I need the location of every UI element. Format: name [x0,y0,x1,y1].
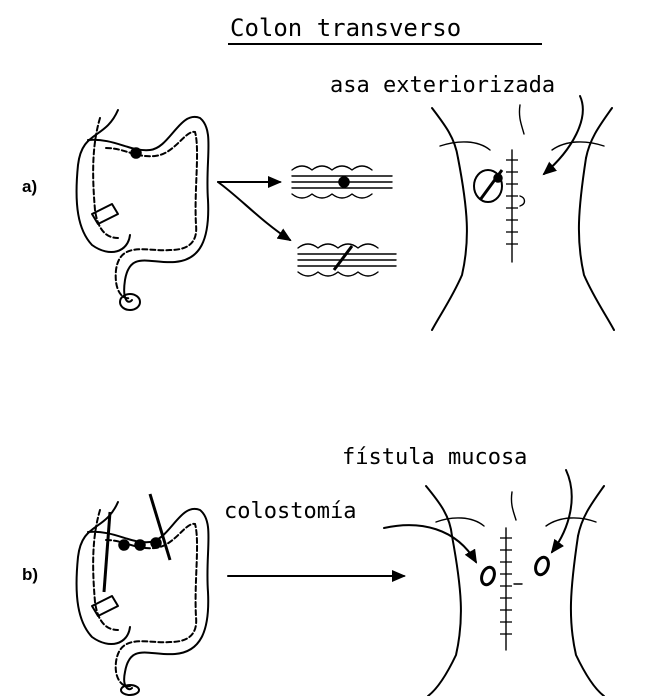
bowel-segment-divided [298,244,396,276]
panel-b-annotation-left: colostomía [224,499,356,524]
torso-illustration-a [432,105,614,330]
diagram-title: Colon transverso [230,14,461,42]
panel-b-annotation-top: fístula mucosa [342,445,527,470]
colon-marker-dot-a [131,148,141,158]
annotation-arrow-a [544,96,583,174]
annotation-arrow-colostomia [384,525,476,562]
mucous-fistula-stoma [533,555,550,576]
colon-illustration-b [77,494,209,695]
annotation-arrow-fistula [552,470,572,552]
colon-illustration-a [77,110,209,310]
panel-a-annotation: asa exteriorizada [330,73,555,98]
torso-illustration-b [426,486,604,696]
bowel-segment-intact [292,166,392,198]
arrows-a [218,182,290,240]
colostomy-stoma [479,565,496,586]
panel-b-label: b) [22,565,38,584]
panel-a-label: a) [22,177,37,196]
